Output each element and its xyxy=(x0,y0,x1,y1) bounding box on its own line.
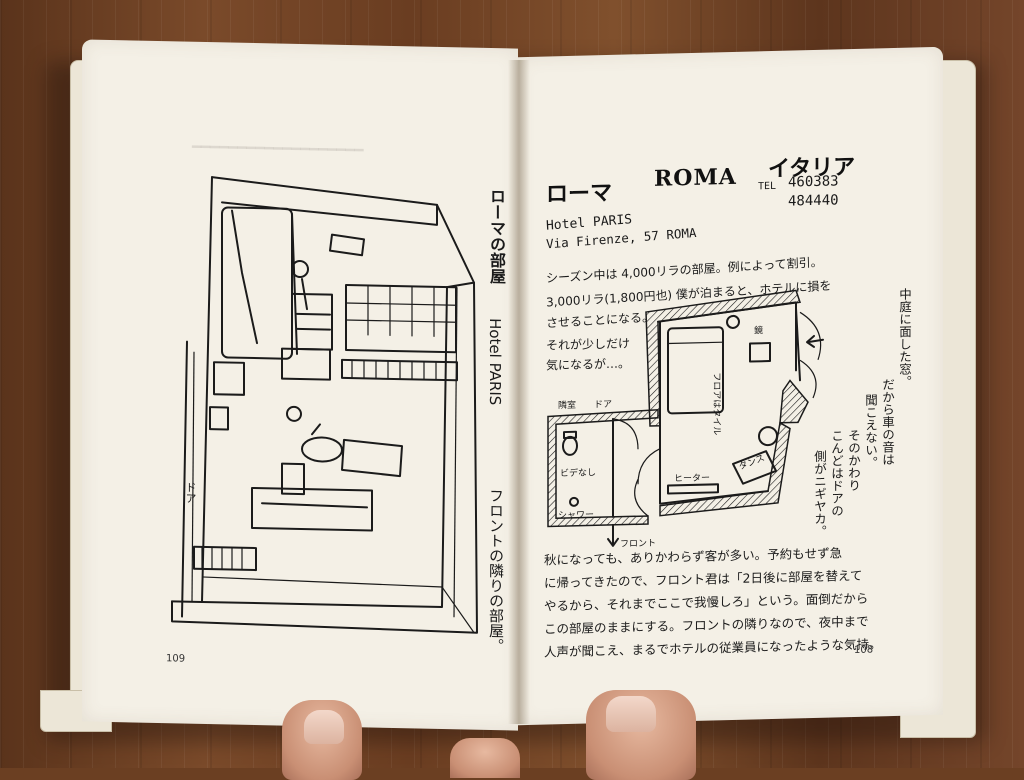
page-number-right: 108 xyxy=(854,644,874,656)
side-note-col-3: 聞こえない。 xyxy=(863,393,878,469)
left-thumb xyxy=(282,700,362,780)
plan-label-bidet: ビデなし xyxy=(560,466,596,479)
page-number-left: 109 xyxy=(166,653,186,665)
right-page: ローマ ROMA イタリア TEL 460383 484440 Hotel PA… xyxy=(518,46,943,726)
room-perspective-drawing xyxy=(171,176,478,634)
vertical-hotel-name: Hotel PARIS xyxy=(486,317,504,406)
vertical-title: ローマの部屋 xyxy=(487,187,506,285)
plan-label-heater: ヒーター xyxy=(674,473,710,485)
plan-label-floor: フロアはタイル xyxy=(711,372,722,435)
side-note-col-5: こんどはドアの xyxy=(829,429,844,518)
left-page: ━━━━━━━━━━━━━━━━━━━ xyxy=(82,39,518,731)
side-note-col-1: 中庭に面した窓。 xyxy=(897,287,912,388)
side-note-col-2: だから車の音は xyxy=(880,377,895,466)
book-gutter xyxy=(508,60,530,724)
plan-label-neighbor: 隣室 xyxy=(558,399,576,411)
left-thumbnail xyxy=(304,710,344,744)
finger-middle xyxy=(450,738,520,778)
plan-label-door: ドア xyxy=(594,400,612,410)
plan-label-mirror: 鏡 xyxy=(754,324,763,336)
plan-label-front: フロント xyxy=(620,539,656,550)
side-note-col-6: 側がニギヤカ。 xyxy=(812,449,827,538)
vertical-caption: フロントの隣りの部屋。 xyxy=(487,487,505,654)
floor-plan-drawing: 鏡 フロアはタイル 隣室 ドア ビデなし シャワー ヒーター タンス フロント xyxy=(547,289,824,550)
plan-label-closet: タンス xyxy=(737,453,766,473)
right-thumbnail xyxy=(606,696,656,732)
side-note-col-4: そのかわり xyxy=(846,428,861,492)
plan-label-shower: シャワー xyxy=(558,510,594,521)
right-thumb xyxy=(586,690,696,780)
drawing-door-label: ドア xyxy=(184,481,197,504)
